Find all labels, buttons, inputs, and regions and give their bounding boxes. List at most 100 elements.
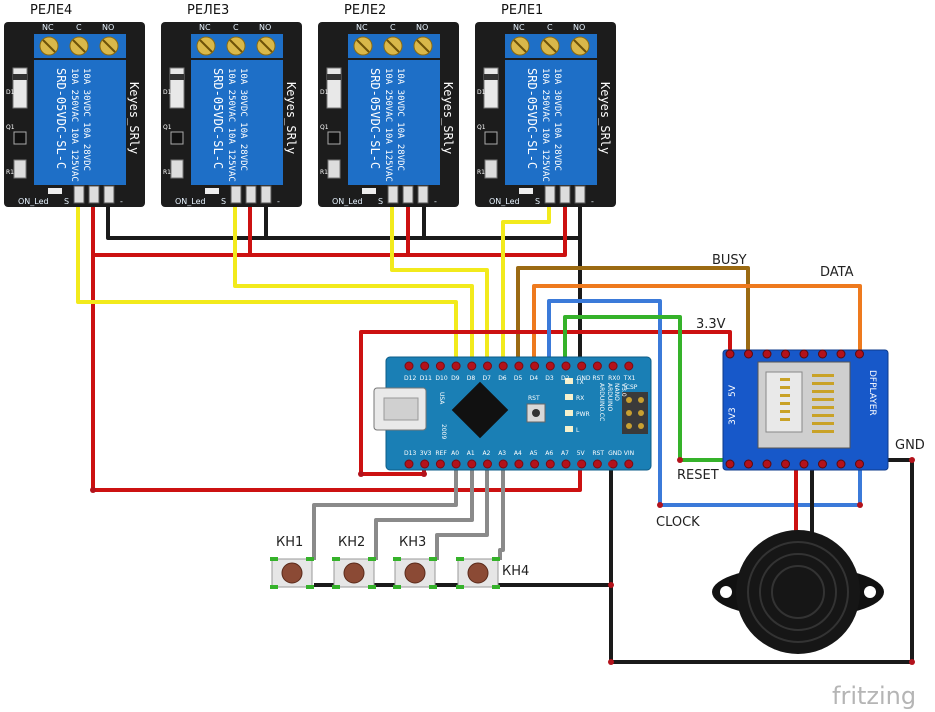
resistor-r1: [170, 159, 184, 179]
nano-bottom-pin-label: REF: [435, 450, 447, 457]
nano-top-pin-label: D6: [498, 375, 507, 382]
arduino-name-line2: NANO: [613, 383, 620, 401]
relay-brand-text: Keyes_SRly: [441, 82, 455, 154]
push-button-3: КН3: [393, 535, 437, 589]
screw-slot: [543, 39, 557, 53]
nano-bottom-pin: [592, 459, 602, 469]
nano-top-pin: [545, 361, 555, 371]
speaker: [712, 530, 884, 654]
mp3-bottom-pin: [744, 459, 753, 469]
button-cap: [404, 562, 426, 584]
diode-label: D1: [477, 89, 486, 96]
header-pin: [402, 185, 414, 204]
wire-relay-gnd-bus: [106, 203, 582, 366]
header-pin: [245, 185, 257, 204]
speaker-hole-left: [720, 586, 732, 598]
mp3-5v-text: 5V: [728, 384, 738, 397]
mp3-side-text: DFPLAYER: [867, 370, 877, 416]
relay-brand-text: Keyes_SRly: [284, 82, 298, 154]
nano-bottom-pin: [467, 459, 477, 469]
relay-rating2: 10A 30VDC 10A 28VDC: [395, 68, 405, 171]
nano-bottom-pin: [420, 459, 430, 469]
header-pin: [260, 185, 272, 204]
nano-top-pin-label: D10: [435, 375, 447, 382]
push-button-4: КН4: [456, 557, 529, 589]
nano-top-pin: [592, 361, 602, 371]
label-3v3: 3.3V: [696, 317, 726, 332]
diode-band: [327, 74, 341, 80]
terminal-no-label: NO: [573, 23, 585, 32]
nano-bottom-pin-label: A7: [561, 450, 569, 457]
terminal-no-label: NO: [416, 23, 428, 32]
nano-top-pin: [467, 361, 477, 371]
button-label: КН4: [502, 564, 529, 579]
pin-s-label: S: [64, 197, 69, 206]
relay-brand: Keyes_SRly: [441, 82, 455, 154]
nano-top-pin: [608, 361, 618, 371]
mp3-pins: [725, 349, 864, 469]
relay-rating2: 10A 30VDC 10A 28VDC: [81, 68, 91, 171]
nano-top-pin-label: TX1: [623, 375, 636, 382]
relay-brand: Keyes_SRly: [127, 82, 141, 154]
nano-top-pin: [420, 361, 430, 371]
nano-top-pin: [624, 361, 634, 371]
relay-body: [34, 60, 126, 185]
nano-top-pin: [514, 361, 524, 371]
nano-top-pin-label: RX0: [608, 375, 620, 382]
nano-bottom-pin: [530, 459, 540, 469]
nano-top-pin-label: D8: [467, 375, 476, 382]
diode-label: D1: [163, 89, 172, 96]
button-leg: [368, 585, 376, 589]
relay-brand-text: Keyes_SRly: [598, 82, 612, 154]
transistor-label: Q1: [6, 124, 15, 131]
button-leg: [393, 557, 401, 561]
arduino-nano: TX RX PWR L ICSP ARDUINO.CC ARDUINO NANO…: [373, 356, 652, 471]
led-l-label: L: [576, 427, 580, 434]
led-tx-label: TX: [575, 379, 584, 386]
mp3-bottom-pin: [799, 459, 809, 469]
button-leg: [456, 585, 464, 589]
relay-rating1: 10A 250VAC 10A 125VAC: [69, 68, 79, 182]
speaker-body: [736, 530, 860, 654]
nano-bottom-pin-label: 3V3: [420, 450, 432, 457]
pin-s-label: S: [378, 197, 383, 206]
screw-slot: [416, 39, 430, 53]
screw-slot: [72, 39, 86, 53]
on-led-label: ON_Led: [332, 197, 363, 206]
button-cap: [467, 562, 489, 584]
rst-label: RST: [528, 395, 540, 402]
transistor-label: Q1: [163, 124, 172, 131]
relay-model: SRD-05VDC-SL-C: [368, 68, 382, 169]
on-led-label: ON_Led: [489, 197, 520, 206]
button-leg: [270, 585, 278, 589]
nano-top-pin-label: D3: [545, 375, 554, 382]
wire-relay3-signal: [233, 203, 474, 366]
nano-bottom-pin-label: GND: [608, 450, 622, 457]
button-leg: [492, 585, 500, 589]
button-leg: [306, 557, 314, 561]
terminal-c-label: C: [547, 23, 553, 32]
speaker-ring2: [759, 553, 837, 631]
button-cap: [281, 562, 303, 584]
resistor-label: R1: [163, 169, 171, 176]
usb-inner: [383, 397, 419, 421]
screw-slot: [42, 39, 56, 53]
resistor-r1: [484, 159, 498, 179]
nano-bottom-pin: [624, 459, 634, 469]
nano-bottom-pin: [561, 459, 571, 469]
arduino-cc-label: ARDUINO.CC: [598, 383, 605, 421]
speaker-ring1: [747, 541, 849, 643]
nano-bottom-pin-label: A6: [545, 450, 553, 457]
screw-slot: [386, 39, 400, 53]
pin-minus-label: -: [434, 197, 437, 206]
screw-slot: [259, 39, 273, 53]
nano-top-pin-label: GND: [577, 375, 591, 382]
relay-title: РЕЛЕ2: [344, 3, 386, 18]
nano-top-pin: [561, 361, 571, 371]
button-leg: [429, 557, 437, 561]
button-label: КН2: [338, 535, 365, 550]
